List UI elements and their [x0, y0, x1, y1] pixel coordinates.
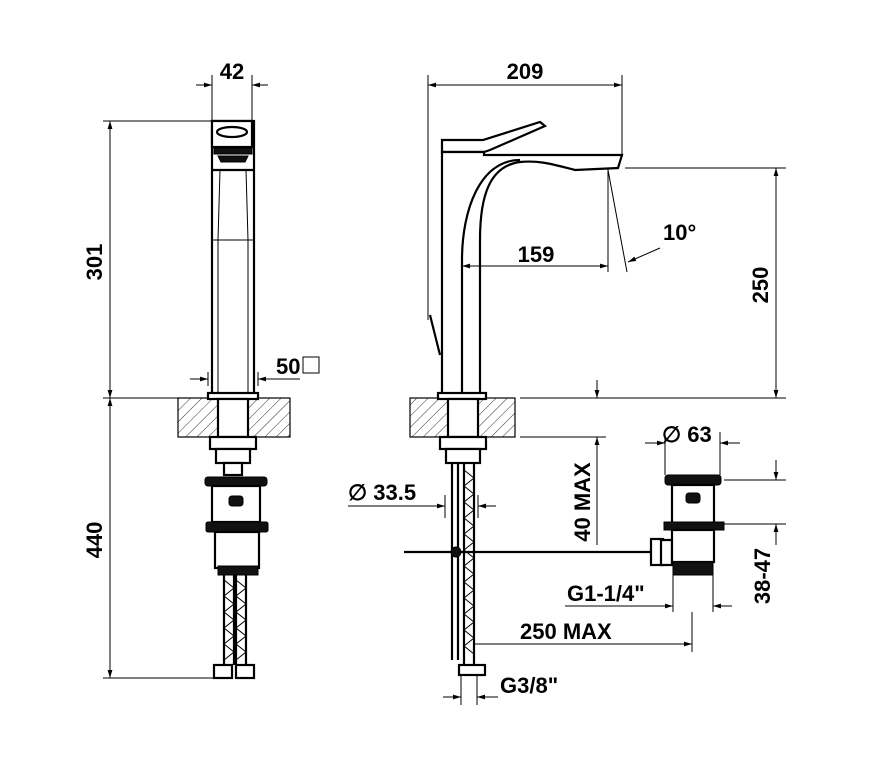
- handle-top-oval: [215, 125, 249, 139]
- side-view: 209 159 10° 250 40 MAX ∅ 33.5 ∅ 63 38-47: [348, 59, 786, 705]
- dim-waste-range: 38-47: [750, 548, 775, 604]
- dim-spout-reach: 159: [518, 242, 555, 267]
- dim-spout-width: 209: [507, 59, 544, 84]
- supply-hoses-side: [450, 463, 476, 665]
- dim-deck-thickness: 40 MAX: [570, 462, 595, 542]
- dim-rod-length: 250 MAX: [520, 619, 612, 644]
- faucet-body-front: [210, 119, 256, 397]
- lever-handle: [440, 120, 548, 154]
- dim-hose-thread: G3/8": [500, 673, 558, 698]
- square-symbol-icon: [302, 356, 320, 374]
- dim-waste-thread: G1-1/4": [567, 581, 645, 606]
- dim-front-width: 42: [220, 59, 244, 84]
- waste-cap: [664, 474, 722, 486]
- dim-base-square: 50: [276, 354, 300, 379]
- dim-front-height: 301: [82, 244, 107, 281]
- dim-below-deck: 440: [82, 522, 107, 559]
- handle-base: [213, 147, 253, 163]
- spout-body-side: [440, 150, 624, 397]
- supply-hoses-front: [222, 575, 248, 665]
- dim-hose-diameter: ∅ 33.5: [348, 480, 416, 505]
- side-lever: [428, 314, 442, 356]
- dim-waste-diameter: ∅ 63: [662, 422, 712, 447]
- dim-spout-height: 250: [748, 267, 773, 304]
- dim-spout-angle: 10°: [663, 220, 696, 245]
- front-view: 42 301 440 50: [82, 59, 320, 680]
